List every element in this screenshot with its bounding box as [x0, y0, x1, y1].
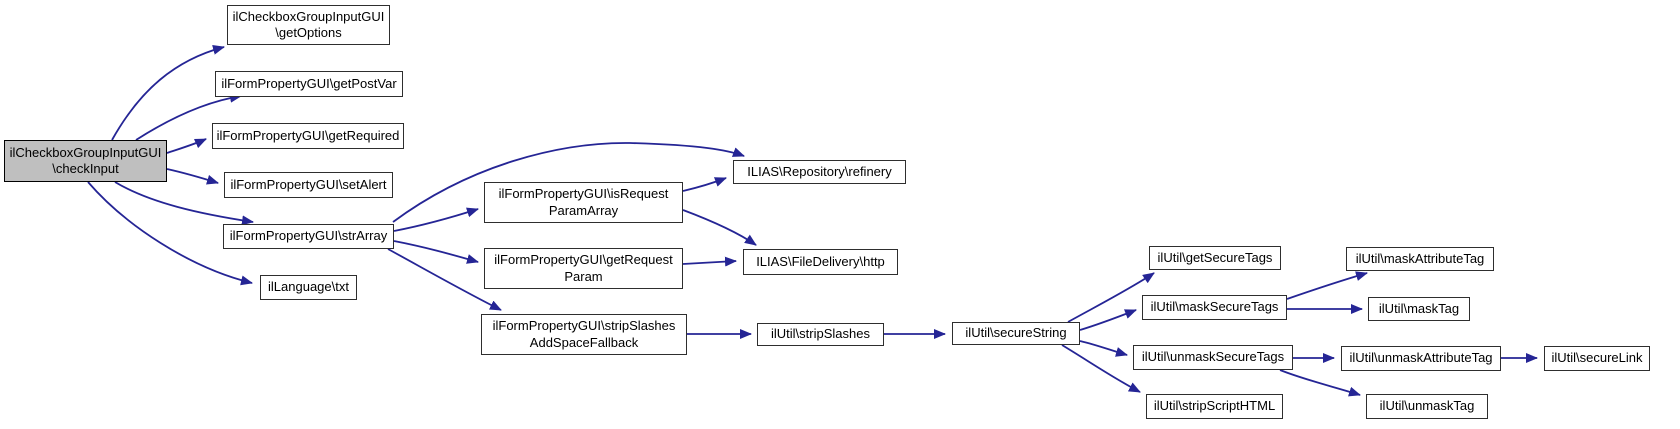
node-label: ilUtil\maskAttributeTag [1355, 250, 1485, 266]
edge-check-input-to-set-alert [166, 168, 219, 185]
node-label: ilFormPropertyGUI\getPostVar [221, 75, 397, 91]
node-label: ilUtil\secureString [965, 325, 1067, 341]
edge-str-array-to-is-request-param-array [393, 207, 479, 232]
node-strip-slashes-add-space-fallback[interactable]: ilFormPropertyGUI\stripSlashes AddSpaceF… [481, 314, 687, 355]
edge-str-array-to-refinery [392, 142, 745, 223]
edge-secure-string-to-mask-secure-tags [1079, 309, 1137, 331]
edge-str-array-to-strip-slashes-add-space-fallback [387, 248, 502, 311]
edge-check-input-to-get-required [166, 138, 207, 154]
node-check-input[interactable]: ilCheckboxGroupInputGUI \checkInput [4, 140, 167, 182]
node-label: ilUtil\maskTag [1378, 300, 1460, 316]
edge-is-request-param-array-to-http [682, 209, 757, 246]
node-strip-script-html[interactable]: ilUtil\stripScriptHTML [1146, 394, 1283, 419]
node-label: ILIAS\Repository\refinery [747, 163, 892, 179]
node-label: ilLanguage\txt [268, 279, 349, 295]
node-mask-secure-tags[interactable]: ilUtil\maskSecureTags [1142, 295, 1287, 320]
node-label: ilUtil\stripScriptHTML [1153, 398, 1276, 414]
edge-is-request-param-array-to-refinery [682, 177, 727, 192]
node-mask-attribute-tag[interactable]: ilUtil\maskAttributeTag [1346, 247, 1494, 271]
node-mask-tag[interactable]: ilUtil\maskTag [1368, 297, 1470, 321]
edge-unmask-secure-tags-to-unmask-tag [1279, 369, 1361, 397]
node-label: ilUtil\getSecureTags [1157, 249, 1273, 265]
node-get-secure-tags[interactable]: ilUtil\getSecureTags [1149, 246, 1281, 270]
node-http[interactable]: ILIAS\FileDelivery\http [743, 249, 898, 275]
edge-secure-string-to-get-secure-tags [1067, 272, 1155, 323]
edge-check-input-to-get-post-var [135, 92, 242, 141]
node-label: ilUtil\maskSecureTags [1150, 299, 1279, 315]
node-unmask-secure-tags[interactable]: ilUtil\unmaskSecureTags [1133, 345, 1293, 370]
node-label: ilFormPropertyGUI\setAlert [230, 176, 387, 192]
edge-check-input-to-str-array [114, 181, 254, 226]
node-set-alert[interactable]: ilFormPropertyGUI\setAlert [224, 172, 393, 198]
edge-str-array-to-get-request-param [393, 240, 479, 264]
node-strip-slashes[interactable]: ilUtil\stripSlashes [757, 323, 884, 346]
edge-get-request-param-to-http [682, 256, 737, 267]
node-label: ilCheckboxGroupInputGUI \checkInput [9, 144, 162, 177]
node-label: ILIAS\FileDelivery\http [756, 253, 885, 269]
node-unmask-tag[interactable]: ilUtil\unmaskTag [1366, 394, 1488, 419]
node-label: ilFormPropertyGUI\strArray [229, 228, 388, 244]
node-secure-string[interactable]: ilUtil\secureString [952, 322, 1080, 345]
node-txt[interactable]: ilLanguage\txt [260, 275, 357, 300]
edge-check-input-to-txt [87, 181, 253, 286]
edge-secure-string-to-unmask-secure-tags [1079, 340, 1128, 357]
node-label: ilUtil\unmaskSecureTags [1141, 349, 1285, 365]
node-label: ilUtil\secureLink [1551, 350, 1643, 366]
node-get-options[interactable]: ilCheckboxGroupInputGUI \getOptions [227, 5, 390, 45]
node-refinery[interactable]: ILIAS\Repository\refinery [733, 160, 906, 184]
node-label: ilFormPropertyGUI\getRequest Param [494, 252, 673, 284]
node-get-required[interactable]: ilFormPropertyGUI\getRequired [212, 123, 404, 149]
node-get-post-var[interactable]: ilFormPropertyGUI\getPostVar [215, 71, 403, 97]
edge-mask-secure-tags-to-mask-attribute-tag [1286, 271, 1368, 300]
node-label: ilFormPropertyGUI\stripSlashes AddSpaceF… [492, 318, 676, 350]
node-label: ilUtil\unmaskTag [1379, 398, 1475, 414]
edge-check-input-to-get-options [111, 44, 225, 141]
node-label: ilFormPropertyGUI\getRequired [216, 127, 400, 143]
node-get-request-param[interactable]: ilFormPropertyGUI\getRequest Param [484, 248, 683, 289]
node-secure-link[interactable]: ilUtil\secureLink [1544, 346, 1650, 371]
node-label: ilCheckboxGroupInputGUI \getOptions [232, 8, 385, 41]
node-is-request-param-array[interactable]: ilFormPropertyGUI\isRequest ParamArray [484, 182, 683, 223]
node-label: ilUtil\unmaskAttributeTag [1349, 350, 1493, 366]
node-label: ilFormPropertyGUI\isRequest ParamArray [498, 186, 669, 218]
node-label: ilUtil\stripSlashes [771, 326, 870, 342]
node-str-array[interactable]: ilFormPropertyGUI\strArray [223, 224, 394, 249]
node-unmask-attribute-tag[interactable]: ilUtil\unmaskAttributeTag [1341, 346, 1501, 371]
edge-secure-string-to-strip-script-html [1061, 344, 1141, 393]
